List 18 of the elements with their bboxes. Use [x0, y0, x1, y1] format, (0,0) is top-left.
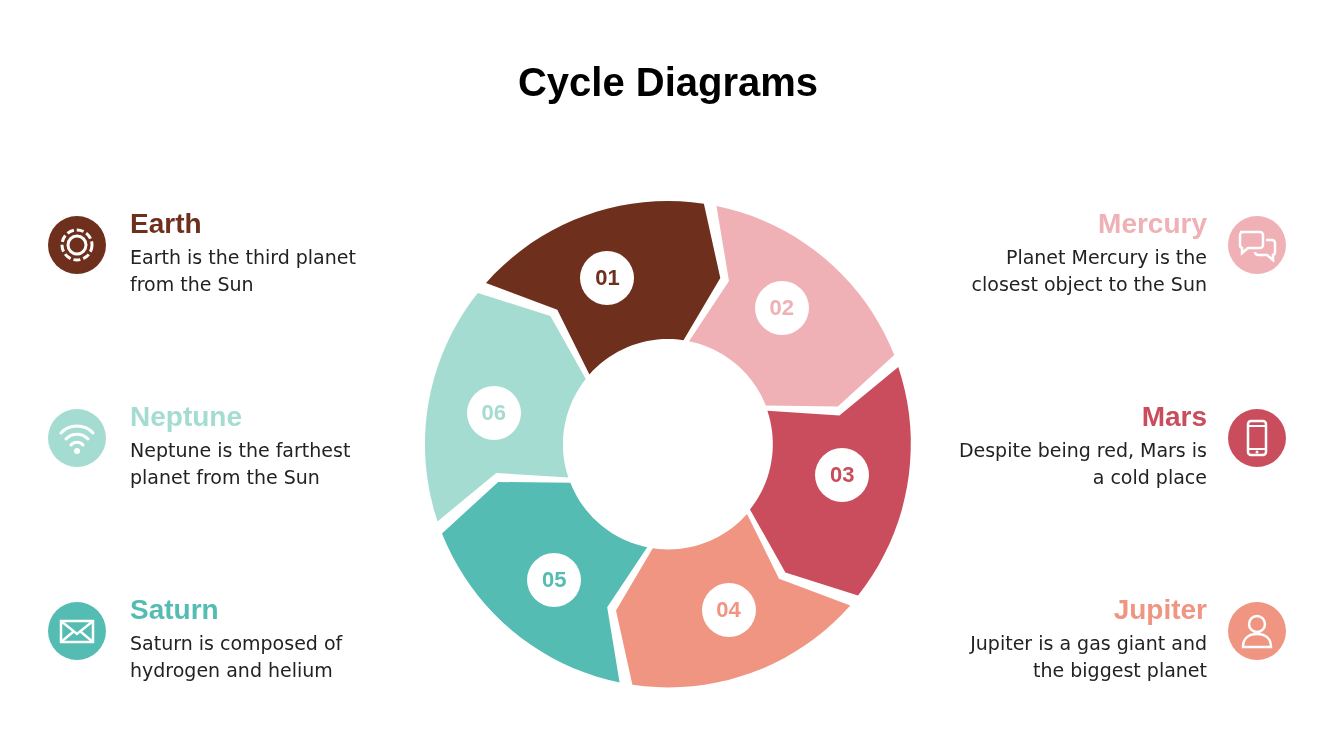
item-description: Despite being red, Mars is a cold place: [957, 438, 1207, 490]
item-description: Jupiter is a gas giant and the biggest planet: [968, 631, 1207, 683]
item-heading: Mars: [1141, 401, 1207, 433]
item-heading: Jupiter: [1113, 594, 1207, 626]
item-heading: Mercury: [1098, 208, 1207, 240]
item-description: Neptune is the farthest planet from the Sun: [130, 438, 352, 490]
title: Cycle Diagrams: [516, 60, 820, 105]
item-description: Earth is the third planet from the Sun: [130, 245, 357, 297]
item-heading: Saturn: [130, 594, 219, 626]
item-description: Saturn is composed of hydrogen and helium: [130, 631, 344, 683]
cycle-segment: [688, 205, 895, 407]
item-heading: Earth: [130, 208, 202, 240]
cycle-segment: [615, 513, 850, 687]
item-heading: Neptune: [130, 401, 242, 433]
cycle-segment: [750, 366, 911, 596]
cycle-segment: [441, 481, 648, 683]
cycle-segment: [425, 292, 586, 522]
item-description: Planet Mercury is the closest object to the Sun: [970, 245, 1207, 297]
